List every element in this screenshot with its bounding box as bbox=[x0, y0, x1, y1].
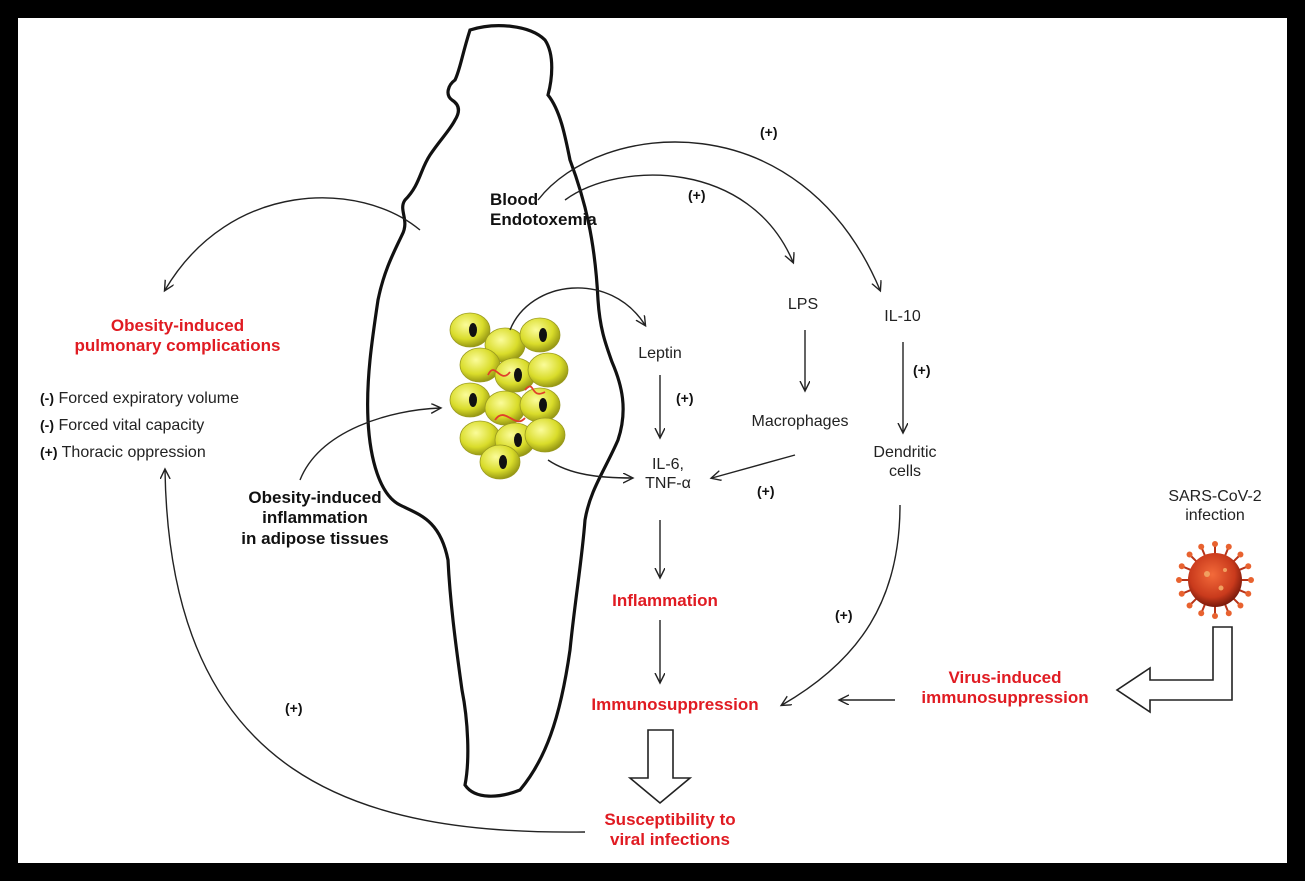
block-arrow-down bbox=[630, 730, 690, 803]
label-macrophages: Macrophages bbox=[735, 412, 865, 431]
pulmonary-effect-item: (-) Forced expiratory volume bbox=[40, 385, 239, 412]
label-virus-induced-line2: immunosuppression bbox=[900, 688, 1110, 708]
label-pulmonary-line2: pulmonary complications bbox=[60, 336, 295, 356]
virus-spike-tip bbox=[1198, 610, 1204, 616]
label-inflammation: Inflammation bbox=[590, 591, 740, 611]
adipocyte-cell bbox=[485, 391, 525, 425]
pulmonary-effect-item: (-) Forced vital capacity bbox=[40, 412, 239, 439]
effect-text: Forced expiratory volume bbox=[58, 390, 239, 407]
sign-macrophage-il6: (+) bbox=[757, 483, 775, 500]
virus-spike-tip bbox=[1248, 577, 1254, 583]
label-susceptibility-line1: Susceptibility to bbox=[570, 810, 770, 830]
virus-spike-tip bbox=[1245, 591, 1251, 597]
pulmonary-effect-item: (+) Thoracic oppression bbox=[40, 439, 239, 466]
macrophage-nucleus bbox=[469, 323, 477, 337]
virus-spike-tip bbox=[1237, 602, 1243, 608]
label-sars-line1: SARS-CoV-2 bbox=[1150, 487, 1280, 506]
label-cells: cells bbox=[860, 462, 950, 481]
label-sars-line2: infection bbox=[1150, 506, 1280, 525]
label-il10: IL-10 bbox=[865, 307, 940, 326]
label-adipose-line1: Obesity-induced bbox=[210, 488, 420, 508]
virus-spike-tip bbox=[1176, 577, 1182, 583]
macrophage-nucleus bbox=[514, 433, 522, 447]
label-blood: Blood bbox=[490, 190, 597, 210]
adipose-tissue-icon bbox=[450, 313, 568, 479]
effect-text: Thoracic oppression bbox=[62, 444, 206, 461]
arrow-macrophages-to-il6 bbox=[712, 455, 795, 478]
label-adipose-line2: inflammation bbox=[210, 508, 420, 528]
label-dendritic-cells: Dendritic cells bbox=[860, 443, 950, 481]
label-dendritic: Dendritic bbox=[860, 443, 950, 462]
adipocyte-cell bbox=[525, 418, 565, 452]
adipocyte-cell bbox=[460, 348, 500, 382]
virus-spike-tip bbox=[1226, 610, 1232, 616]
arrow-blood-to-lps bbox=[565, 175, 793, 262]
sign-top-outer: (+) bbox=[760, 124, 778, 141]
label-susceptibility: Susceptibility to viral infections bbox=[570, 810, 770, 851]
effect-sign: (-) bbox=[40, 390, 54, 406]
effect-text: Forced vital capacity bbox=[58, 417, 204, 434]
arrow-dendritic-to-immuno bbox=[782, 505, 900, 705]
label-il6: IL-6, bbox=[628, 455, 708, 474]
macrophage-nucleus bbox=[499, 455, 507, 469]
virus-icon bbox=[1176, 541, 1254, 619]
label-sars-cov-2: SARS-CoV-2 infection bbox=[1150, 487, 1280, 525]
label-pulmonary-line1: Obesity-induced bbox=[60, 316, 295, 336]
macrophage-nucleus bbox=[514, 368, 522, 382]
block-arrow-elbow bbox=[1117, 627, 1232, 712]
sign-bottom-left: (+) bbox=[285, 700, 303, 717]
pulmonary-effects-list: (-) Forced expiratory volume (-) Forced … bbox=[40, 385, 239, 466]
virus-spike-tip bbox=[1179, 563, 1185, 569]
virus-spike-tip bbox=[1237, 552, 1243, 558]
macrophage-nucleus bbox=[539, 398, 547, 412]
sign-il10-dendritic: (+) bbox=[913, 362, 931, 379]
virus-spike-tip bbox=[1198, 544, 1204, 550]
label-virus-induced: Virus-induced immunosuppression bbox=[900, 668, 1110, 709]
label-il6-tnf: IL-6, TNF-α bbox=[628, 455, 708, 493]
label-blood-endotoxemia: Blood Endotoxemia bbox=[490, 190, 597, 231]
virus-spike-tip bbox=[1226, 544, 1232, 550]
sign-top-inner: (+) bbox=[688, 187, 706, 204]
label-adipose-inflammation: Obesity-induced inflammation in adipose … bbox=[210, 488, 420, 549]
label-endotoxemia: Endotoxemia bbox=[490, 210, 597, 230]
virus-spike-tip bbox=[1179, 591, 1185, 597]
virus-spike-tip bbox=[1212, 613, 1218, 619]
sign-dendritic-immuno: (+) bbox=[835, 607, 853, 624]
label-adipose-line3: in adipose tissues bbox=[210, 529, 420, 549]
label-tnf: TNF-α bbox=[628, 474, 708, 493]
label-immunosuppression: Immunosuppression bbox=[565, 695, 785, 715]
label-pulmonary-complications: Obesity-induced pulmonary complications bbox=[60, 316, 295, 357]
label-leptin: Leptin bbox=[620, 344, 700, 363]
arrow-to-pulmonary bbox=[165, 198, 420, 290]
effect-sign: (+) bbox=[40, 444, 58, 460]
virus-spike-tip bbox=[1245, 563, 1251, 569]
macrophage-nucleus bbox=[539, 328, 547, 342]
arrow-adipose-to-il6 bbox=[548, 460, 632, 478]
virus-spike-tip bbox=[1187, 602, 1193, 608]
label-susceptibility-line2: viral infections bbox=[570, 830, 770, 850]
virus-spike-tip bbox=[1187, 552, 1193, 558]
adipocyte-cell bbox=[528, 353, 568, 387]
virus-spike-tip bbox=[1212, 541, 1218, 547]
sign-leptin-il6: (+) bbox=[676, 390, 694, 407]
label-lps: LPS bbox=[773, 295, 833, 314]
effect-sign: (-) bbox=[40, 417, 54, 433]
label-virus-induced-line1: Virus-induced bbox=[900, 668, 1110, 688]
macrophage-nucleus bbox=[469, 393, 477, 407]
